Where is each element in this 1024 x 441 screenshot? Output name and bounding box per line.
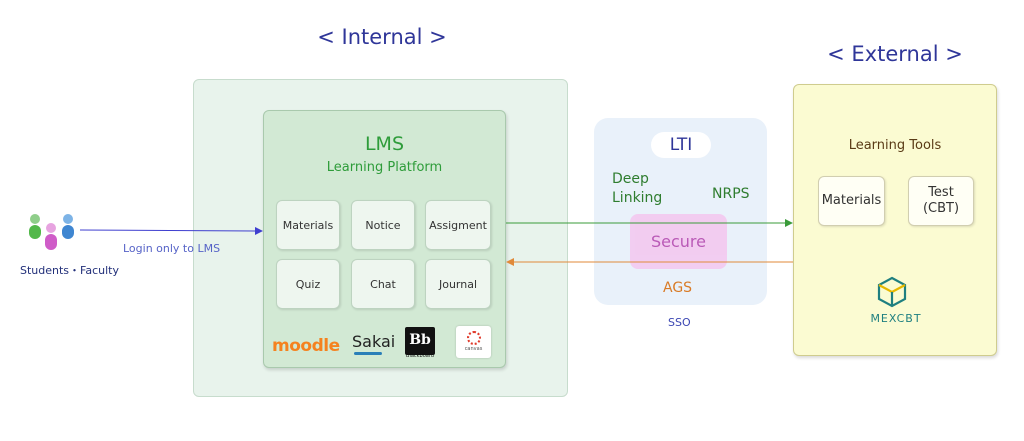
canvas-logo-text: canvas — [464, 346, 483, 352]
canvas-ring-icon — [467, 331, 481, 345]
deep-linking-label: Deep Linking — [612, 171, 663, 206]
lti-title: LTI — [651, 132, 711, 158]
moodle-logo-text: moodle — [272, 336, 340, 356]
canvas-logo: canvas — [456, 326, 491, 358]
lms-title: LMS — [364, 133, 405, 155]
students-faculty-label: Students・Faculty — [20, 264, 119, 277]
mexcbt-logo-text: MEXCBT — [870, 312, 922, 325]
module-quiz: Quiz — [276, 259, 340, 309]
sso-label: SSO — [668, 316, 691, 329]
sakai-logo-text: Sakai — [352, 332, 396, 351]
blackboard-logo-text: Blackboard — [406, 353, 434, 359]
module-assignment: Assigment — [425, 200, 491, 250]
nrps-label: NRPS — [712, 186, 750, 202]
learning-tools-title: Learning Tools — [848, 138, 942, 153]
sakai-logo: Sakai — [352, 332, 396, 355]
login-arrow — [79, 226, 263, 235]
tool-test-cbt: Test (CBT) — [908, 176, 974, 226]
lms-subtitle: Learning Platform — [326, 160, 443, 175]
ags-label: AGS — [663, 280, 693, 296]
module-chat: Chat — [351, 259, 415, 309]
internal-heading: < Internal > — [317, 25, 447, 49]
tool-test-cbt-label: Test (CBT) — [922, 185, 960, 216]
tool-materials: Materials — [818, 176, 885, 226]
users-icon — [29, 214, 74, 250]
login-label: Login only to LMS — [123, 242, 221, 255]
module-journal: Journal — [425, 259, 491, 309]
module-notice: Notice — [351, 200, 415, 250]
module-materials: Materials — [276, 200, 340, 250]
moodle-logo: moodle — [272, 336, 340, 356]
blackboard-logo: Bb — [405, 327, 435, 355]
mexcbt-cube-icon — [877, 276, 907, 308]
external-heading: < External > — [827, 42, 963, 66]
